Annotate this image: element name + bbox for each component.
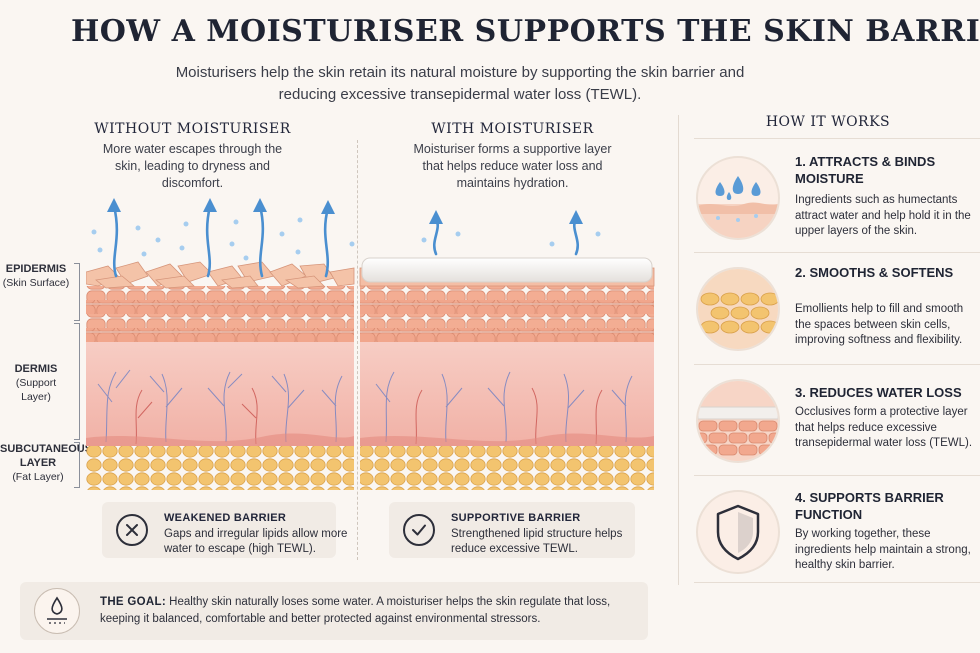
with-description: Moisturiser forms a supportive layer tha… <box>413 142 612 190</box>
hiw-separator <box>694 138 980 139</box>
droplet-skin-icon <box>34 588 80 634</box>
protective-layer-icon <box>696 379 780 463</box>
without-title: WITHOUT MOISTURISER <box>94 121 291 137</box>
with-title: WITH MOISTURISER <box>431 121 594 137</box>
weakened-barrier-card: WEAKENED BARRIER Gaps and irregular lipi… <box>102 502 347 558</box>
goal-panel: THE GOAL: Healthy skin naturally loses s… <box>20 582 648 640</box>
hiw-separator <box>694 364 980 365</box>
hiw-separator <box>694 252 980 253</box>
bracket-dermis <box>74 323 80 440</box>
check-circle-icon <box>403 514 435 546</box>
hiw-item-reduces: 3. REDUCES WATER LOSS Occlusives form a … <box>694 376 980 488</box>
without-description: More water escapes through the skin, lea… <box>102 142 283 190</box>
water-droplets-icon <box>696 156 780 240</box>
hiw-separator <box>694 475 980 476</box>
shield-icon <box>696 490 780 574</box>
hiw-separator <box>694 582 980 583</box>
column-divider <box>357 140 358 560</box>
section-divider <box>678 115 679 585</box>
skin-with-moisturiser <box>359 210 655 490</box>
layer-label-dermis: DERMIS (Support Layer) <box>14 363 58 403</box>
hiw-item-smooths: 2. SMOOTHS & SOFTENS Emollients help to … <box>694 264 980 376</box>
layer-label-epidermis: EPIDERMIS (Skin Surface) <box>2 263 70 289</box>
skin-cross-section <box>86 198 655 490</box>
hiw-item-attracts: 1. ATTRACTS & BINDS MOISTURE Ingredients… <box>694 153 980 265</box>
bracket-subcutaneous <box>74 442 80 488</box>
x-circle-icon <box>116 514 148 546</box>
how-it-works-title: HOW IT WORKS <box>765 114 891 130</box>
goal-text: THE GOAL: Healthy skin naturally loses s… <box>100 596 611 625</box>
hiw-item-supports: 4. SUPPORTS BARRIER FUNCTION By working … <box>694 487 980 599</box>
smooth-cells-icon <box>696 267 780 351</box>
layer-label-subcutaneous: SUBCUTANEOUS LAYER (Fat Layer) <box>0 443 93 483</box>
page-subtitle: Moisturisers help the skin retain its na… <box>175 64 745 103</box>
bracket-epidermis <box>74 263 80 321</box>
page-title: HOW A MOISTURISER SUPPORTS THE SKIN BARR… <box>70 14 980 49</box>
supportive-barrier-card: SUPPORTIVE BARRIER Strengthened lipid st… <box>389 502 635 558</box>
skin-without-moisturiser <box>86 198 355 490</box>
